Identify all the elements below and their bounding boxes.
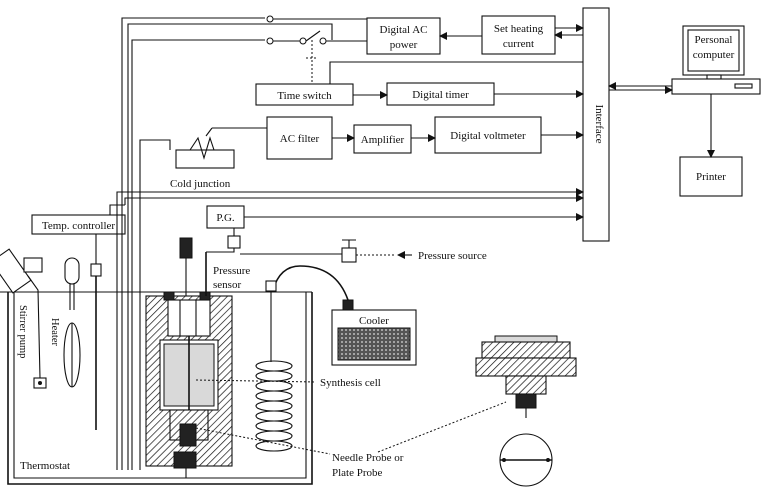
probe-detail: Needle Probe or Plate Probe bbox=[195, 335, 577, 487]
heater-icon: Heater bbox=[49, 257, 81, 388]
digital-voltmeter-label: Digital voltmeter bbox=[450, 130, 526, 142]
cold-junction-label: Cold junction bbox=[170, 178, 231, 190]
cooler-unit: Cooler bbox=[255, 265, 417, 452]
temp-controller-box: Temp. controller bbox=[31, 214, 126, 235]
probe-label-1: Needle Probe or bbox=[332, 452, 404, 464]
set-heating-current-label-2: current bbox=[503, 38, 534, 50]
time-switch-label: Time switch bbox=[277, 90, 332, 102]
stirrer-pump-label: Stirrer pump bbox=[17, 305, 28, 358]
thermostat-bath: Thermostat bbox=[0, 291, 313, 485]
personal-computer-icon: Personal computer bbox=[671, 25, 761, 95]
digital-timer-box: Digital timer bbox=[386, 82, 495, 106]
stirrer-pump-icon: Stirrer pump bbox=[0, 248, 47, 389]
thermostat-label: Thermostat bbox=[20, 460, 70, 472]
probe-label-2: Plate Probe bbox=[332, 467, 383, 479]
interface-label: Interface bbox=[593, 104, 605, 143]
pressure-sensor-label-1: Pressure bbox=[213, 265, 250, 277]
pressure-sensor-label-2: sensor bbox=[213, 279, 241, 291]
pressure-gauge-box: P.G. bbox=[206, 205, 245, 229]
digital-timer-label: Digital timer bbox=[412, 89, 469, 101]
interface-box: Interface bbox=[582, 7, 610, 242]
printer-label: Printer bbox=[696, 171, 726, 183]
cooler-label: Cooler bbox=[359, 315, 389, 327]
synthesis-cell: Synthesis cell bbox=[145, 237, 381, 478]
personal-computer-label-2: computer bbox=[693, 49, 735, 61]
temp-controller-label: Temp. controller bbox=[42, 220, 115, 232]
digital-voltmeter-box: Digital voltmeter bbox=[434, 116, 542, 154]
synthesis-cell-label: Synthesis cell bbox=[320, 377, 381, 389]
personal-computer-label-1: Personal bbox=[695, 34, 733, 46]
temperature-sensor-rod bbox=[90, 234, 102, 430]
digital-ac-power-box: Digital AC power bbox=[366, 17, 441, 55]
digital-ac-power-label-2: power bbox=[390, 39, 418, 51]
printer-box: Printer bbox=[679, 156, 743, 197]
set-heating-current-label-1: Set heating bbox=[494, 23, 544, 35]
amplifier-box: Amplifier bbox=[353, 124, 412, 154]
amplifier-label: Amplifier bbox=[361, 134, 405, 146]
set-heating-current-box: Set heating current bbox=[481, 15, 556, 55]
cold-junction-icon: Cold junction bbox=[170, 127, 235, 190]
time-switch-box: Time switch bbox=[255, 83, 354, 106]
digital-ac-power-label-1: Digital AC bbox=[380, 24, 428, 36]
heater-label: Heater bbox=[49, 318, 60, 346]
pressure-gauge-label: P.G. bbox=[216, 212, 235, 224]
ac-filter-label: AC filter bbox=[280, 133, 320, 145]
pressure-source-label: Pressure source bbox=[418, 250, 487, 262]
ac-filter-box: AC filter bbox=[266, 116, 333, 160]
wiring bbox=[109, 15, 715, 470]
pressure-system: Pressure source Pressure sensor bbox=[205, 228, 487, 296]
